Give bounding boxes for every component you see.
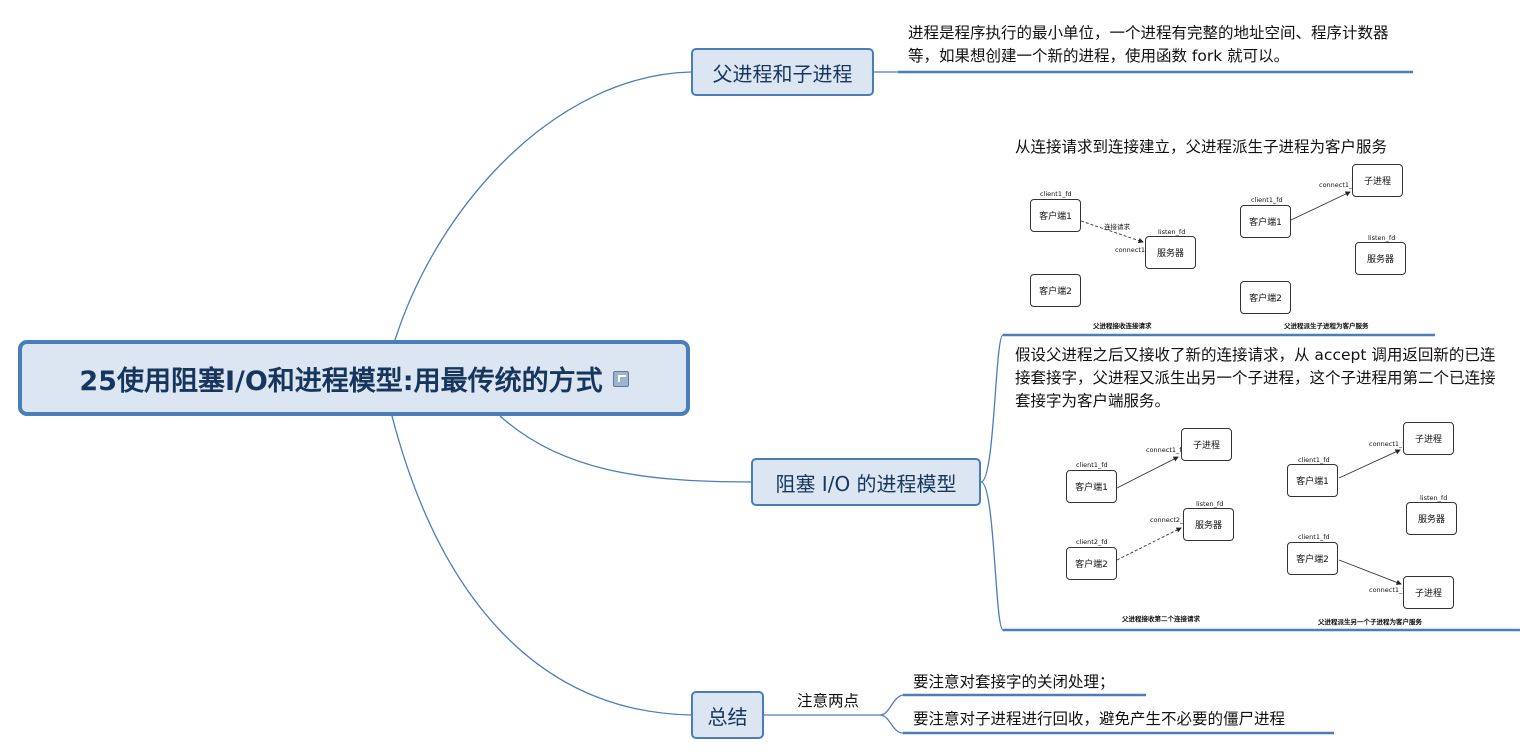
fig1-listen-fd-label: listen_fd	[1158, 228, 1186, 236]
fig1-client1-box: 客户端1	[1030, 199, 1081, 232]
fig4-connect1-fd-b-label: connect1_fd	[1369, 586, 1409, 594]
fig1-request-label: 连接请求	[1104, 223, 1130, 231]
fig3-child-box: 子进程	[1181, 428, 1232, 461]
fig1-connect1-fd-label: connect1_fd	[1115, 246, 1155, 254]
fig4-client1-fd-b-label: client1_fd	[1298, 533, 1330, 541]
connector-summary	[391, 415, 692, 716]
fig2-client1-fd-label: client1_fd	[1251, 196, 1283, 204]
fig1-request-arrow	[1080, 220, 1144, 244]
fig3-client1-fd-label: client1_fd	[1076, 461, 1108, 469]
note-icon[interactable]	[612, 371, 629, 387]
fig4-client1-fd-label: client1_fd	[1298, 456, 1330, 464]
branch-summary[interactable]: 总结	[691, 691, 764, 739]
fig2-server-box: 服务器	[1355, 242, 1406, 275]
summary-sub-label: 注意两点	[797, 692, 860, 710]
fig3-connect2-fd-label: connect2_fd	[1150, 516, 1190, 524]
connector-parent-child	[394, 71, 692, 341]
connector-summary-points	[879, 694, 904, 734]
fig4-child2-box: 子进程	[1403, 576, 1454, 609]
fig3-server-box: 服务器	[1183, 508, 1234, 541]
fig1-client1-fd-label: client1_fd	[1040, 190, 1072, 198]
fig4-connect1b-arrow	[1338, 559, 1402, 585]
fig2-listen-fd-label: listen_fd	[1368, 234, 1396, 242]
fig3-listen-fd-label: listen_fd	[1196, 500, 1224, 508]
branch-parent-child-label: 父进程和子进程	[712, 61, 853, 86]
fig4-child1-box: 子进程	[1403, 422, 1454, 455]
fig2-client1-box: 客户端1	[1240, 205, 1291, 238]
fig2-caption: 父进程派生子进程为客户服务	[1284, 322, 1369, 330]
fig1-server-box: 服务器	[1145, 236, 1196, 269]
blocking-caption-2: 假设父进程之后又接收了新的连接请求，从 accept 调用返回新的已连接套接字，…	[1015, 346, 1496, 410]
fig2-child-box: 子进程	[1352, 164, 1403, 197]
fig2-connect1-fd-label: connect1_fd	[1319, 181, 1359, 189]
fig4-server-box: 服务器	[1406, 502, 1457, 535]
fig2-connect-arrow	[1290, 191, 1351, 221]
fig4-listen-fd-label: listen_fd	[1420, 494, 1448, 502]
fig4-connect1-fd-label: connect1_fd	[1369, 440, 1409, 448]
fig1-caption: 父进程接收连接请求	[1093, 322, 1152, 330]
fig3-client2-box: 客户端2	[1066, 547, 1117, 580]
fig1-client2-box: 客户端2	[1030, 274, 1081, 307]
fig3-request-arrow	[1116, 527, 1182, 561]
fig2-client2-box: 客户端2	[1240, 281, 1291, 314]
branch-blocking-io-label: 阻塞 I/O 的进程模型	[775, 471, 957, 496]
connector-blocking-notes	[980, 334, 1004, 631]
branch-parent-child[interactable]: 父进程和子进程	[691, 48, 874, 96]
fig3-connect1-fd-label: connect1_fd	[1146, 446, 1186, 454]
summary-point-1: 要注意对套接字的关闭处理；	[913, 673, 1115, 691]
root-topic[interactable]: 25使用阻塞I/O和进程模型:用最传统的方式	[18, 340, 690, 416]
fig4-caption: 父进程派生另一个子进程为客户服务	[1318, 618, 1422, 626]
fig3-caption: 父进程接收第二个连接请求	[1122, 615, 1200, 623]
fig3-connect1-arrow	[1116, 456, 1179, 489]
summary-point-2: 要注意对子进程进行回收，避免产生不必要的僵尸进程	[913, 710, 1286, 728]
parent-child-note: 进程是程序执行的最小单位，一个进程有完整的地址空间、程序计数器等，如果想创建一个…	[908, 24, 1389, 65]
fig4-client2-box: 客户端2	[1287, 542, 1338, 575]
fig3-client2-fd-label: client2_fd	[1076, 538, 1108, 546]
fig4-client1-box: 客户端1	[1287, 464, 1338, 497]
blocking-caption-1: 从连接请求到连接建立，父进程派生子进程为客户服务	[1015, 138, 1388, 156]
fig3-client1-box: 客户端1	[1066, 470, 1117, 503]
branch-summary-label: 总结	[707, 704, 748, 729]
branch-blocking-io[interactable]: 阻塞 I/O 的进程模型	[751, 458, 981, 506]
connector-blocking	[499, 415, 752, 483]
root-title: 25使用阻塞I/O和进程模型:用最传统的方式	[79, 365, 603, 397]
fig4-connect1-arrow	[1338, 449, 1401, 479]
